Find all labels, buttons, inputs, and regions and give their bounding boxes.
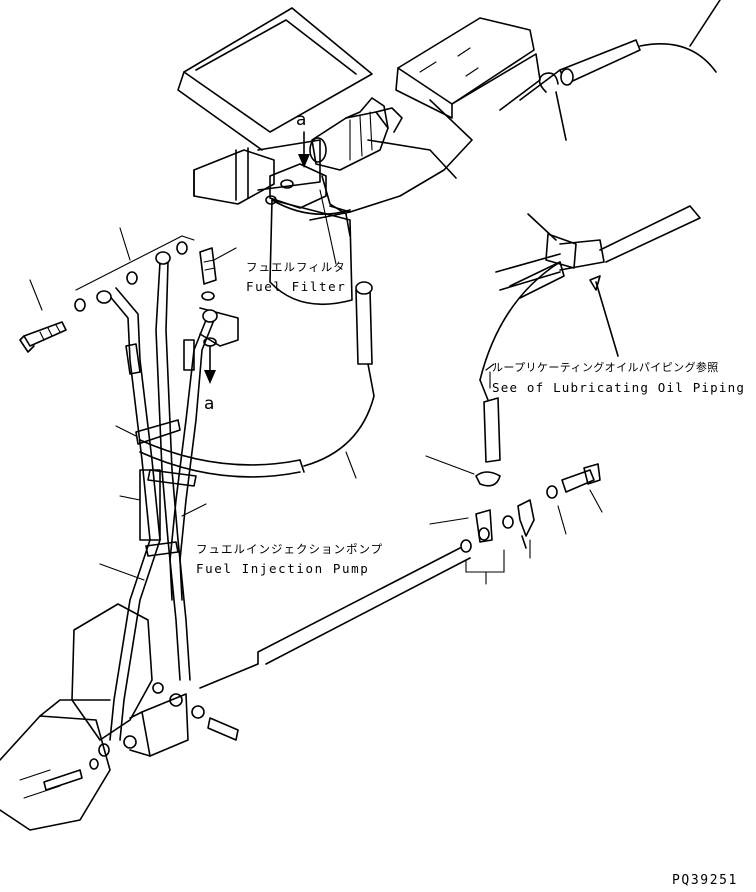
fuel-feed-pump <box>309 97 403 171</box>
lube-oil-ref-label-en: See of Lubricating Oil Piping <box>492 380 746 395</box>
view-mark-a-bottom: a <box>204 394 215 414</box>
return-hose <box>139 281 375 478</box>
view-arrows <box>204 131 310 384</box>
lube-oil-ref-label-ja: ループリケーティングオイルパイピング参照 <box>492 361 719 374</box>
fuel-filter-cartridge <box>269 175 353 306</box>
return-fittings <box>460 463 601 553</box>
filter-head-bracket <box>193 139 327 209</box>
filter-mounting-bolts <box>19 241 239 353</box>
injection-pump-label-en: Fuel Injection Pump <box>196 561 370 576</box>
long-return-line <box>199 547 471 689</box>
injection-pump-label-ja: フュエルインジェクションポンプ <box>196 542 384 556</box>
leader-lines <box>29 189 603 585</box>
right-side-piping <box>475 0 721 487</box>
drawing-number: PQ39251 <box>672 873 738 888</box>
fuel-hoses <box>96 251 218 741</box>
view-mark-a-top: a <box>296 110 307 130</box>
fuel-filter-label-ja: フュエルフィルタ <box>246 260 346 274</box>
fuel-injection-pump <box>0 603 239 831</box>
hose-clamps <box>135 419 197 557</box>
engine-head-cover <box>177 7 561 221</box>
fuel-filter-label-en: Fuel Filter <box>246 279 347 294</box>
